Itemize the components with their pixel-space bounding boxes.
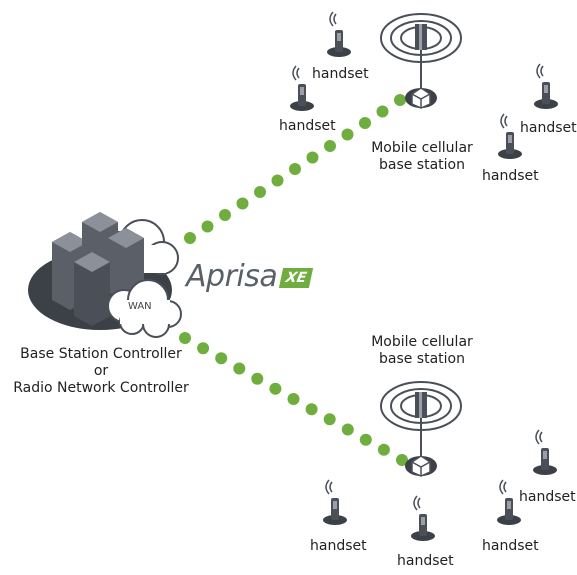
link-dot — [251, 372, 264, 385]
handset-icon — [289, 65, 315, 112]
link-dot — [341, 128, 354, 141]
link-dot — [197, 342, 210, 355]
link-dot — [289, 163, 301, 175]
handset-label: handset — [279, 118, 336, 134]
link-dot — [323, 413, 336, 426]
handset-label: handset — [482, 538, 539, 554]
handset-label: handset — [520, 120, 577, 136]
handset-label: handset — [312, 66, 369, 82]
wan-label: WAN — [128, 301, 152, 312]
link-dot — [359, 117, 371, 129]
link-dot — [215, 352, 228, 365]
link-dot — [271, 174, 284, 187]
controller-label-line1: Base Station Controller — [20, 346, 182, 362]
link-dot — [396, 454, 408, 466]
link-top — [184, 94, 406, 244]
logo-word: Aprisa — [186, 259, 278, 294]
link-dot — [287, 393, 300, 405]
handset-icon — [322, 479, 348, 526]
link-dot — [324, 140, 336, 152]
link-dot — [377, 443, 390, 456]
controller-label-line2: or — [93, 363, 109, 379]
link-dot — [394, 94, 406, 106]
antenna-tower-icon-bottom — [380, 381, 462, 477]
server-rack-icons — [52, 212, 144, 326]
link-dot — [305, 403, 318, 416]
link-dot — [233, 362, 246, 375]
station-top-line2: base station — [378, 157, 465, 173]
station-top-line1: Mobile cellular — [371, 140, 473, 156]
handset-icon — [533, 63, 559, 110]
station-bottom-label: Mobile cellular base station — [366, 334, 478, 368]
link-bottom — [179, 332, 408, 466]
link-dot — [306, 151, 319, 164]
antenna-tower-icon-top — [380, 13, 462, 109]
handset-label: handset — [397, 553, 454, 569]
station-bottom-line1: Mobile cellular — [371, 334, 473, 350]
handset-label: handset — [310, 538, 367, 554]
wan-cloud-icon — [107, 279, 182, 338]
link-dot — [269, 382, 282, 395]
handset-icon — [497, 113, 523, 160]
link-dot — [341, 423, 354, 436]
handset-icon — [410, 495, 436, 542]
handset-icon — [326, 11, 352, 58]
link-dot — [254, 186, 266, 198]
link-dot — [179, 332, 191, 344]
logo-badge: XE — [279, 268, 314, 288]
controller-label: Base Station Controller or Radio Network… — [6, 346, 196, 397]
link-dot — [219, 209, 231, 221]
link-dot — [236, 197, 249, 210]
link-dot — [201, 220, 214, 233]
link-dot — [184, 232, 196, 244]
handset-icon — [532, 429, 558, 476]
controller-site — [28, 212, 182, 338]
station-bottom-line2: base station — [378, 351, 465, 367]
link-dot — [359, 433, 372, 446]
handset-label: handset — [482, 168, 539, 184]
controller-label-line3: Radio Network Controller — [13, 380, 189, 396]
station-top-label: Mobile cellular base station — [366, 140, 478, 174]
link-dot — [376, 105, 389, 118]
handset-label: handset — [519, 489, 576, 505]
handset-icon — [496, 479, 522, 526]
